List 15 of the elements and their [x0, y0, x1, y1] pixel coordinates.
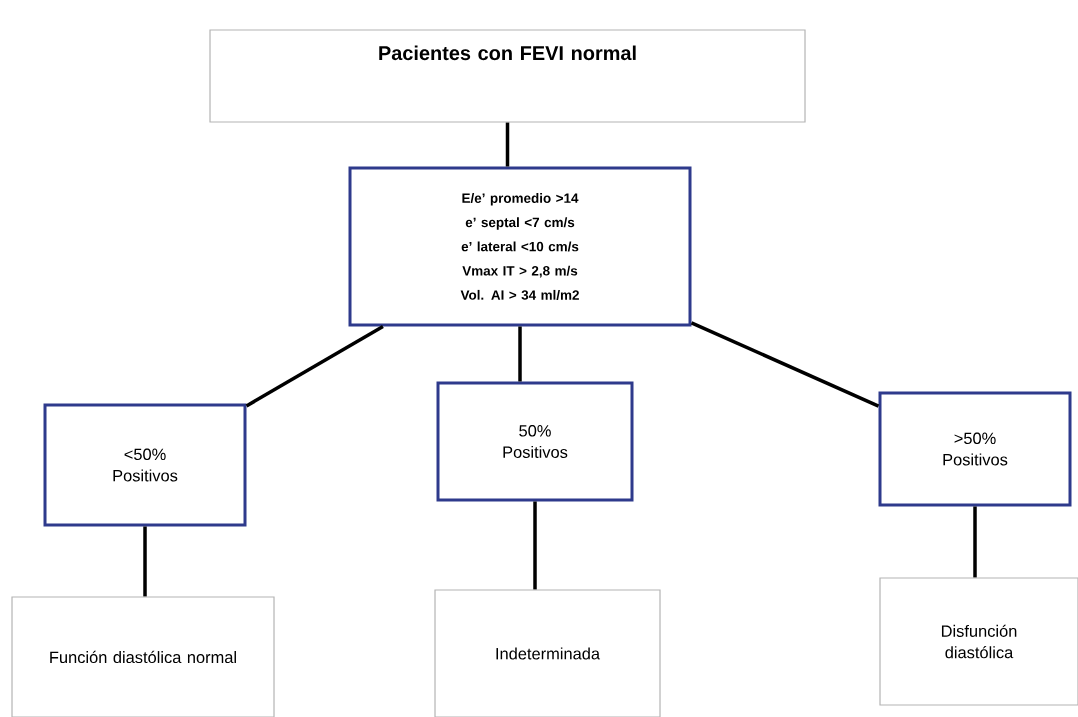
connector-line: [505, 122, 510, 167]
outcome-box: Disfunción diastólica: [879, 577, 1078, 706]
result-box: >50% Positivos: [878, 391, 1072, 507]
criteria-box: E/e’ promedio >14 e’ septal <7 cm/s e’ lateral <10 cm/s Vmax IT > 2,8 m/s Vol. AI > 34 ml/m2: [348, 166, 692, 327]
connector-line: [518, 326, 522, 382]
title-box: Pacientes con FEVI normal: [209, 29, 806, 123]
connector-line: [973, 506, 977, 578]
result-box: 50% Positivos: [436, 381, 634, 502]
outcome-box: Indeterminada: [434, 589, 661, 717]
connector-line: [533, 501, 537, 590]
result-box: <50% Positivos: [43, 403, 247, 527]
connector-line: [143, 526, 147, 597]
connector-line: [690, 321, 880, 408]
outcome-box: Función diastólica normal: [11, 596, 275, 717]
connector-line: [245, 325, 384, 408]
